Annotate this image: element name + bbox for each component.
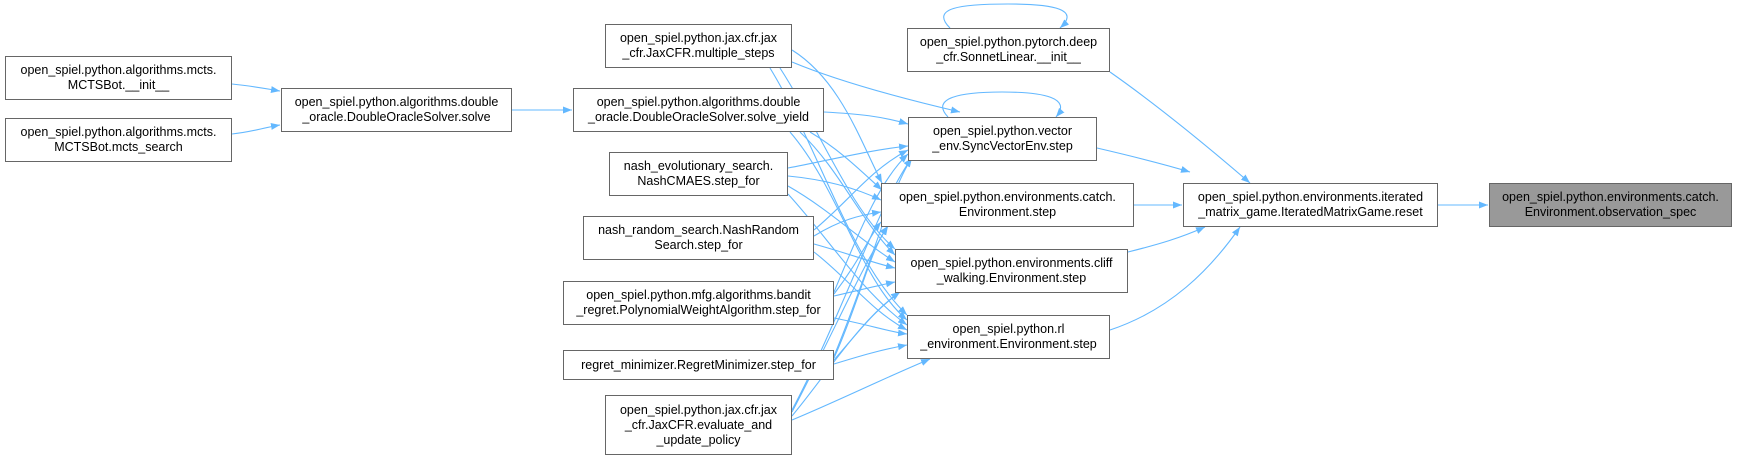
edge-nash-rand-to-catch — [813, 209, 882, 237]
edge-regret-to-catch — [833, 225, 889, 359]
edge-nash-rand-to-vector — [813, 149, 909, 231]
node-iterated-matrix-game-reset[interactable]: open_spiel.python.environments.iterated … — [1183, 183, 1438, 227]
edge-regret-to-vector — [833, 157, 913, 357]
node-mcts-init[interactable]: open_spiel.python.algorithms.mcts. MCTSB… — [5, 56, 232, 100]
edge-nash-evo-to-catch — [787, 175, 882, 201]
node-mcts-search[interactable]: open_spiel.python.algorithms.mcts. MCTSB… — [5, 118, 232, 162]
edge-bandit-to-rl — [833, 317, 908, 337]
edge-sonnet-to-reset — [1109, 71, 1251, 184]
node-nash-cmaes-step-for[interactable]: nash_evolutionary_search. NashCMAES.step… — [609, 152, 788, 196]
node-regret-minimizer-step-for[interactable]: regret_minimizer.RegretMinimizer.step_fo… — [563, 350, 834, 380]
edge-bandit-to-catch — [833, 221, 882, 295]
edge-jax-eval-to-cliff — [791, 291, 901, 417]
node-rl-environment-step[interactable]: open_spiel.python.rl _environment.Enviro… — [907, 315, 1110, 359]
edge-jax-multi-to-vector — [791, 61, 961, 114]
edge-mcts-search-to-solve — [231, 123, 281, 135]
edge-regret-to-rl — [833, 343, 908, 365]
edge-jax-eval-to-rl — [791, 358, 931, 421]
edge-mcts-init-to-solve — [231, 83, 281, 93]
edge-nash-evo-to-vector — [787, 143, 909, 169]
edge-bandit-to-vector — [833, 153, 909, 293]
edge-bandit-to-cliff — [833, 280, 896, 297]
edge-cliff-to-reset — [1127, 226, 1206, 253]
edge-vector-self-loop — [942, 91, 1065, 118]
node-polynomial-weight-step-for[interactable]: open_spiel.python.mfg.algorithms.bandit … — [563, 281, 834, 325]
node-jaxcfr-multiple-steps[interactable]: open_spiel.python.jax.cfr.jax _cfr.JaxCF… — [605, 24, 792, 68]
node-nash-random-step-for[interactable]: nash_random_search.NashRandom Search.ste… — [583, 216, 814, 260]
node-jaxcfr-evaluate-update[interactable]: open_spiel.python.jax.cfr.jax _cfr.JaxCF… — [605, 395, 792, 455]
edge-rl-to-reset — [1109, 226, 1241, 331]
edge-jax-multi-to-catch — [791, 49, 883, 184]
node-double-oracle-solve-yield[interactable]: open_spiel.python.algorithms.double _ora… — [573, 88, 824, 132]
edge-sonnet-self-loop — [943, 3, 1070, 29]
node-sync-vector-env-step[interactable]: open_spiel.python.vector _env.SyncVector… — [908, 117, 1097, 161]
edge-solve-yield-to-cliff — [799, 131, 896, 256]
node-catch-environment-step[interactable]: open_spiel.python.environments.catch. En… — [881, 183, 1134, 227]
node-cliff-walking-step[interactable]: open_spiel.python.environments.cliff _wa… — [895, 249, 1128, 293]
node-sonnet-linear-init[interactable]: open_spiel.python.pytorch.deep _cfr.Sonn… — [907, 28, 1110, 72]
node-double-oracle-solve[interactable]: open_spiel.python.algorithms.double _ora… — [281, 88, 512, 132]
edge-jax-eval-to-catch — [791, 225, 889, 413]
edge-nash-evo-to-cliff — [787, 185, 896, 263]
edge-solve-yield-to-vector — [823, 111, 909, 125]
edge-vector-to-reset — [1096, 147, 1191, 173]
edge-nash-rand-to-rl — [813, 251, 908, 331]
edge-solve-yield-to-catch — [809, 131, 883, 191]
node-observation-spec-current: open_spiel.python.environments.catch. En… — [1489, 183, 1732, 227]
edge-solve-yield-to-rl — [789, 131, 908, 321]
